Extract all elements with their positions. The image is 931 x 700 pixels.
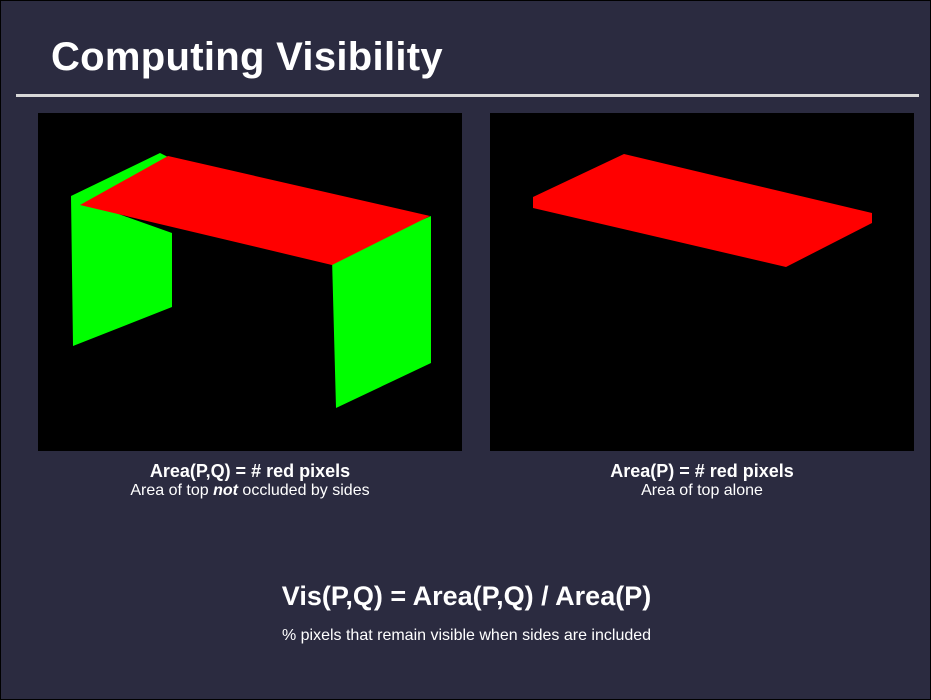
- title-divider: [16, 94, 919, 97]
- left-side-panel: [71, 196, 172, 346]
- left-side-panel-top-edge: [71, 153, 170, 205]
- left-caption-sub-emphasis: not: [213, 482, 238, 499]
- right-caption-main: Area(P) = # red pixels: [610, 461, 794, 481]
- render-with-sides: [38, 113, 462, 451]
- visibility-formula: Vis(P,Q) = Area(P,Q) / Area(P): [281, 581, 652, 611]
- right-caption: Area(P) = # red pixels Area of top alone: [490, 462, 914, 500]
- left-caption: Area(P,Q) = # red pixels Area of top not…: [38, 462, 462, 500]
- table-top-visible: [80, 156, 430, 265]
- table-top-alone-illustration: [490, 113, 914, 451]
- render-top-alone: [490, 113, 914, 451]
- left-caption-main: Area(P,Q) = # red pixels: [149, 461, 351, 481]
- left-caption-sub-pre: Area of top: [130, 482, 214, 499]
- table-top: [533, 154, 872, 267]
- right-caption-sub: Area of top alone: [641, 482, 763, 499]
- right-side-panel: [332, 216, 431, 408]
- visibility-formula-caption: % pixels that remain visible when sides …: [281, 627, 652, 644]
- table-with-sides-illustration: [38, 113, 462, 451]
- left-caption-sub: Area of top not occluded by sides: [38, 481, 462, 500]
- left-caption-sub-post: occluded by sides: [237, 482, 370, 499]
- slide-title: Computing Visibility: [51, 35, 443, 79]
